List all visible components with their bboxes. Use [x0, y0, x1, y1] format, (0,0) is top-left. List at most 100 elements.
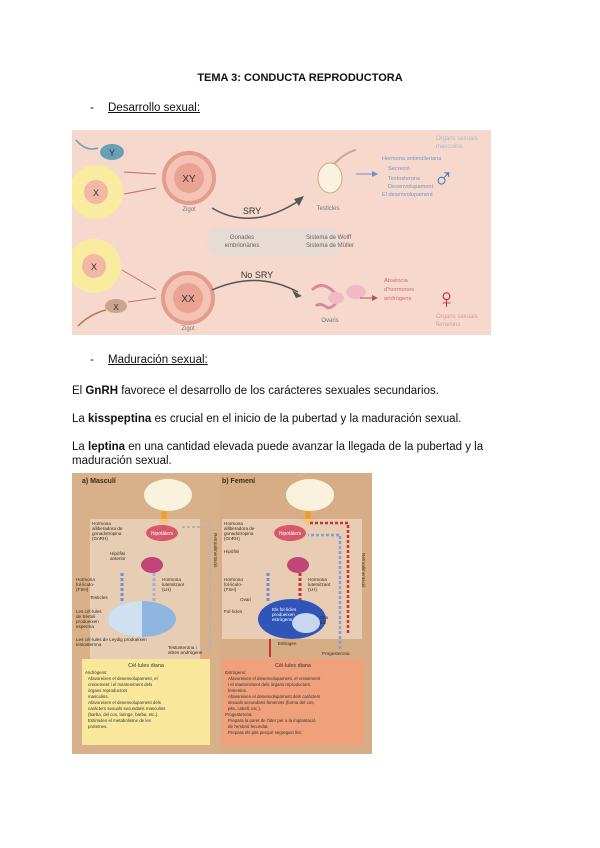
center-box-line-2: embrionàries	[225, 243, 260, 249]
center-box-line-1: Gonades	[230, 235, 254, 241]
sperm-y: Y	[75, 139, 124, 160]
target-b-3: femenins.	[228, 688, 247, 693]
lh-b-2: luteïnitzant	[308, 582, 331, 587]
hipofisi-a-1: Hipòfisi	[110, 551, 125, 556]
female-text-3: andrògens	[384, 296, 411, 302]
organs-female-1: Òrgans sexuals	[436, 313, 478, 320]
target-a-8: Estimulen el metabolisme de les	[88, 718, 152, 723]
target-a-1: Afavoreixen el desenvolupament, el	[88, 676, 158, 681]
fsh-a-1: Hormona	[76, 577, 95, 582]
target-a-3: òrgans reproductors	[88, 688, 128, 693]
male-symbol: ♂	[433, 163, 454, 194]
female-text-1: Absència	[384, 278, 409, 284]
target-a-0: Andrògens:	[85, 670, 107, 675]
p1-pre: El	[72, 385, 86, 397]
leydig-1: Les cèl·lules de Leydig produeixen	[76, 637, 147, 642]
sertoli-4: esperma	[76, 624, 94, 629]
retro-label-a: Retroalimentació	[213, 533, 218, 568]
egg-top: X	[72, 165, 123, 219]
sperm-x: X	[77, 299, 127, 327]
target-a-9: proteïnes.	[88, 724, 108, 729]
testicles-label: Testicles	[90, 595, 108, 600]
sexual-development-diagram: Y X XY Zigot SRY Testicles Hormona antim…	[72, 130, 491, 335]
egg-bottom: X	[72, 239, 121, 293]
sertoli-3: produeixen	[76, 619, 99, 624]
section-heading-sexual-maturation: -Maduración sexual:	[90, 354, 208, 366]
lh-a-1: Hormona	[162, 577, 181, 582]
zygote-chromosomes-top: XY	[182, 174, 196, 185]
female-text-2: d'hormones	[384, 287, 414, 293]
p3-post: en una cantidad elevada puede avanzar la…	[72, 441, 484, 467]
bullet-dash: -	[90, 102, 94, 114]
lh-a-2: luteïnitzant	[162, 582, 185, 587]
testicle-illustration: Testicles	[316, 149, 357, 212]
p2-bold: kisspeptina	[88, 413, 152, 425]
egg-chromosome-top: X	[93, 188, 99, 198]
gnrh-b-1: Hormona	[224, 521, 243, 526]
target-box-a	[82, 659, 210, 745]
testosterone-2: altres andrògens	[168, 650, 203, 655]
target-b-7: Progesterona:	[225, 712, 253, 717]
zygote-label-bottom: Zigot	[181, 326, 195, 332]
p3-bold: leptina	[88, 441, 126, 453]
organs-male-1: Òrgans sexuals	[436, 135, 478, 142]
gnrh-a-1: Hormona	[92, 521, 111, 526]
target-b-4: Afavoreixen el desenvolupament dels carà…	[228, 694, 321, 699]
zygote-xy: XY Zigot	[162, 151, 216, 213]
gnrh-b-4: (GnRH)	[224, 536, 240, 541]
hipofisi-b: Hipòfisi	[224, 549, 239, 554]
target-a-title: Cèl·lules diana	[128, 663, 164, 669]
target-b-1: Afavoreixen el desenvolupament, el creix…	[228, 676, 321, 681]
target-b-0: Estrògens:	[225, 670, 246, 675]
target-a-6: caràcters sexuals secundaris masculins	[88, 706, 166, 711]
follicle-cells-1: Els fol·licles	[272, 607, 297, 612]
section-heading-sexual-development: - Desarrollo sexual:	[90, 102, 200, 114]
paragraph-kisspeptina: La kisspeptina es crucial en el inicio d…	[72, 412, 532, 426]
lh-a-3: (LH)	[162, 587, 171, 592]
gnrh-a-4: (GnRH)	[92, 536, 108, 541]
duct-label-1: Sistema de Wolff	[306, 235, 351, 241]
target-a-2: creixement i el manteniment dels	[88, 682, 153, 687]
brain-illustration-a	[144, 479, 192, 511]
sry-label: SRY	[243, 206, 261, 216]
pituitary-a	[141, 557, 163, 573]
zygote-xx: XX Zigot	[161, 271, 215, 332]
embryonic-gonads-box	[207, 228, 339, 256]
cos-luti-2: luti	[320, 620, 326, 625]
paragraph-gnrh: El GnRH favorece el desarrollo de los ca…	[72, 384, 532, 398]
page-title: TEMA 3: CONDUCTA REPRODUCTORA	[197, 72, 403, 84]
target-b-6: pits, cabell, etc.).	[228, 706, 261, 711]
organs-female-2: femenins	[436, 322, 460, 328]
fsh-b-2: fol·liculo-	[224, 582, 243, 587]
brain-illustration-b	[286, 479, 334, 511]
fsh-b-1: Hormona	[224, 577, 243, 582]
male-text-3: Testosterona	[388, 176, 421, 182]
hipofisi-a-2: anterior	[110, 556, 126, 561]
section-heading-text: Desarrollo sexual:	[108, 102, 201, 114]
ovari-label: Ovari	[240, 597, 251, 602]
retro-label-b: Retroalimentació	[361, 553, 366, 588]
sperm-chromosome-top: Y	[109, 148, 115, 158]
p2-post: es crucial en el inicio de la pubertad y…	[151, 413, 462, 425]
fsh-b-3: (FSH)	[224, 587, 237, 592]
gnrh-b-2: alliberadora de	[224, 526, 255, 531]
target-a-4: masculins.	[88, 694, 109, 699]
organs-male-2: masculins	[436, 144, 463, 150]
target-a-7: (barba, del cos, laringe, barba, etc.).	[88, 712, 159, 717]
cos-luti-1: Cos	[320, 615, 329, 620]
follicle-cells-2: produeixen	[272, 612, 295, 617]
target-box-b	[222, 659, 364, 745]
target-b-10: Prepara els pits perquè segreguin llet.	[228, 730, 302, 735]
target-b-title: Cèl·lules diana	[275, 663, 311, 669]
hypothalamus-b	[274, 525, 306, 541]
sertoli-1: Les cèl·lules	[76, 609, 102, 614]
ovary-illustration: Ovaris	[310, 284, 366, 324]
paragraph-leptina: La leptina en una cantidad elevada puede…	[72, 440, 532, 468]
zygote-chromosomes-bottom: XX	[181, 294, 195, 305]
gonad-label-top: Testicles	[316, 206, 339, 212]
pituitary-b	[287, 557, 309, 573]
lh-b-1: Hormona	[308, 577, 327, 582]
p3-pre: La	[72, 441, 88, 453]
female-symbol: ♀	[436, 283, 457, 314]
p1-post: favorece el desarrollo de los carácteres…	[118, 385, 439, 397]
